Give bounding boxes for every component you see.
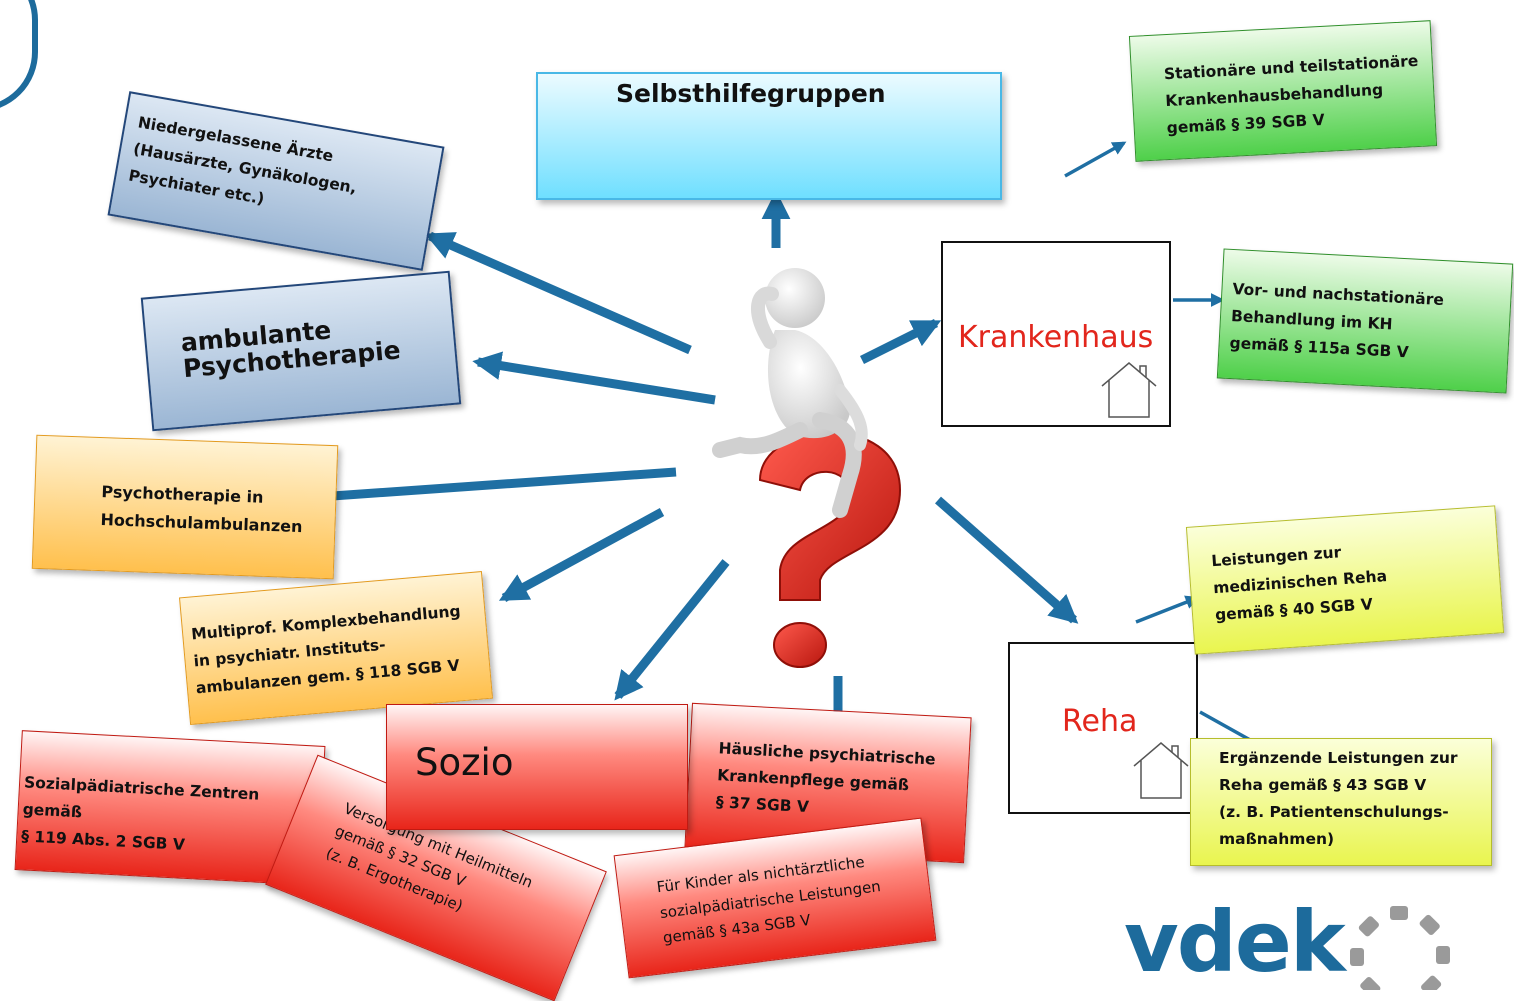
house-icon: [1101, 362, 1157, 418]
arrow-to-reha: [935, 496, 1079, 624]
reha-label: Reha: [1062, 704, 1138, 739]
krankenhaus-box[interactable]: [941, 241, 1171, 427]
house-icon: [1133, 742, 1189, 799]
arrow-to-hochschul: [298, 467, 677, 511]
vdek-logo: vdek: [1124, 906, 1504, 990]
card-sozio[interactable]: Sozio: [386, 704, 688, 830]
arrow-to-multiprof: [498, 508, 665, 602]
card-leistungen-medizinische-reha[interactable]: Leistungen zur medizinischen Reha gemäß …: [1185, 505, 1505, 655]
card-multiprof-komplexbehandlung[interactable]: Multiprof. Komplexbehandlung in psychiat…: [179, 570, 493, 726]
kinder-label: Für Kinder als nichtärztliche sozialpädi…: [655, 852, 882, 947]
vornach-label: Vor- und nachstationäre Behandlung im KH…: [1229, 280, 1445, 362]
arrow-to-krankenhaus: [859, 318, 942, 365]
arrow-to-leistungen-reha: [1135, 595, 1200, 624]
stationaer-label: Stationäre und teilstationäre Krankenhau…: [1163, 51, 1419, 138]
multiprof-label: Multiprof. Komplexbehandlung in psychiat…: [190, 602, 462, 698]
vdek-logo-text: vdek: [1124, 906, 1346, 990]
card-vor-nachstationaer[interactable]: Vor- und nachstationäre Behandlung im KH…: [1216, 248, 1514, 394]
ergaenzende-label: Ergänzende Leistungen zur Reha gemäß § 4…: [1219, 749, 1458, 849]
thinking-person-on-question-mark-icon: [712, 268, 902, 668]
arrow-to-sozio: [614, 559, 730, 701]
vdek-logo-ring-icon: [1350, 906, 1450, 990]
card-hochschulambulanzen[interactable]: Psychotherapie in Hochschulambulanzen: [31, 434, 339, 580]
leistungen-reha-label: Leistungen zur medizinischen Reha gemäß …: [1210, 543, 1388, 625]
arrow-to-ambulante: [472, 351, 716, 405]
ambulante-label: ambulante Psychotherapie: [179, 315, 402, 384]
krankenhaus-label: Krankenhaus: [958, 320, 1154, 355]
card-ambulante-psychotherapie[interactable]: ambulante Psychotherapie: [140, 270, 462, 432]
card-ergaenzende-leistungen[interactable]: Ergänzende Leistungen zur Reha gemäß § 4…: [1190, 738, 1492, 866]
reha-box[interactable]: [1008, 642, 1198, 814]
hochschul-label: Psychotherapie in Hochschulambulanzen: [100, 482, 303, 537]
card-selbsthilfegruppen[interactable]: Selbsthilfegruppen: [536, 72, 1002, 200]
haeusliche-label: Häusliche psychiatrische Krankenpflege g…: [715, 739, 937, 817]
card-stationaere-behandlung[interactable]: Stationäre und teilstationäre Krankenhau…: [1128, 20, 1438, 162]
sozio-label: Sozio: [415, 741, 514, 784]
arrow-to-stationaer: [1064, 141, 1127, 178]
selbsthilfegruppen-label: Selbsthilfegruppen: [616, 79, 886, 108]
arrow-to-niedergelassene: [424, 231, 692, 355]
